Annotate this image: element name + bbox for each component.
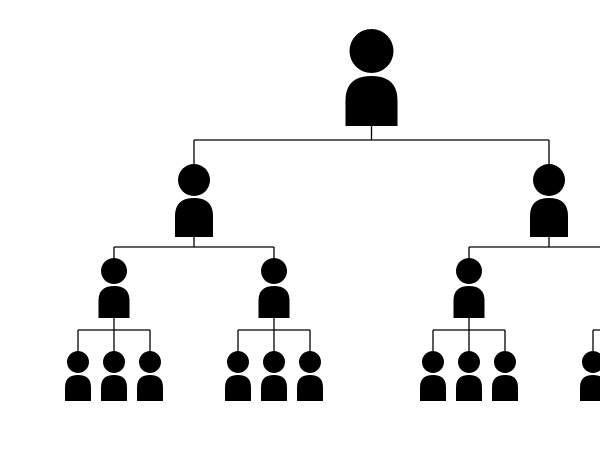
person-body-shape (137, 375, 163, 401)
person-body-shape (492, 375, 518, 401)
person-body-shape (258, 286, 290, 318)
person-body-shape (420, 375, 446, 401)
person-body-shape (225, 375, 251, 401)
person-head-shape (533, 164, 565, 196)
person-body-shape (65, 375, 91, 401)
person-icon (65, 351, 91, 401)
person-icon (453, 258, 485, 318)
person-body-shape (98, 286, 130, 318)
person-head-shape (422, 351, 444, 373)
person-icon (420, 351, 446, 401)
person-body-shape (297, 375, 323, 401)
person-head-shape (456, 258, 482, 284)
person-head-shape (349, 29, 394, 73)
person-head-shape (582, 351, 600, 373)
person-body-shape (453, 286, 485, 318)
person-head-shape (178, 164, 210, 196)
person-icon (456, 351, 482, 401)
person-head-shape (299, 351, 321, 373)
person-icon (261, 351, 287, 401)
person-body-shape (175, 198, 213, 237)
person-icon (580, 351, 600, 401)
person-body-shape (530, 198, 568, 237)
person-head-shape (261, 258, 287, 284)
person-head-shape (67, 351, 89, 373)
person-head-shape (458, 351, 480, 373)
person-icon (225, 351, 251, 401)
person-body-shape (261, 375, 287, 401)
person-head-shape (103, 351, 125, 373)
person-body-shape (345, 76, 398, 126)
person-icon (492, 351, 518, 401)
person-head-shape (139, 351, 161, 373)
person-body-shape (101, 375, 127, 401)
person-body-shape (456, 375, 482, 401)
person-head-shape (227, 351, 249, 373)
person-icon (297, 351, 323, 401)
person-icon (175, 164, 213, 237)
person-icon (98, 258, 130, 318)
person-head-shape (263, 351, 285, 373)
person-icon (101, 351, 127, 401)
person-head-shape (101, 258, 127, 284)
person-icon (258, 258, 290, 318)
person-icon (137, 351, 163, 401)
person-body-shape (580, 375, 600, 401)
person-icon (530, 164, 568, 237)
connector-lines (77, 126, 600, 353)
person-icon (345, 29, 398, 126)
person-head-shape (494, 351, 516, 373)
person-figures (65, 29, 600, 401)
